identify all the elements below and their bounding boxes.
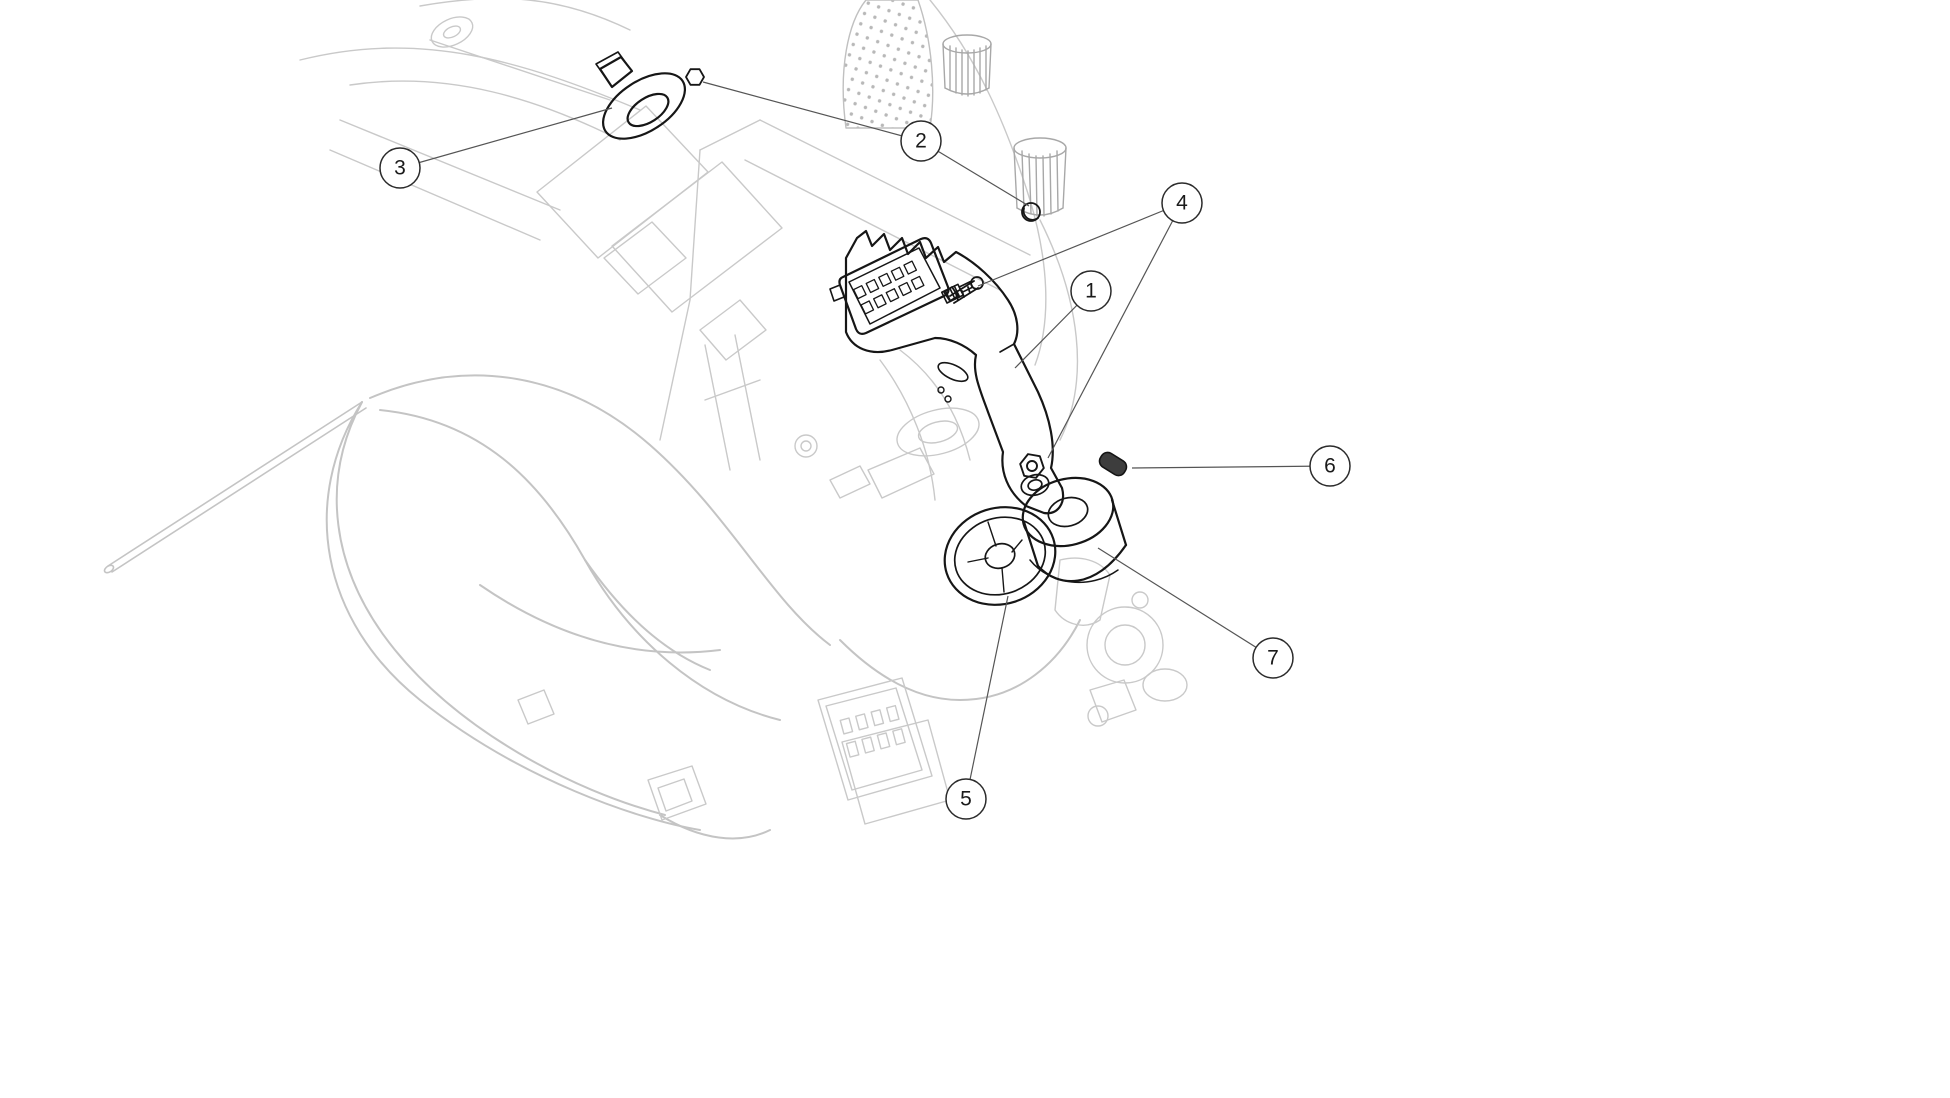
leader-line [920, 140, 1030, 207]
callout-balloon [379, 147, 421, 189]
part-bracket-arm [844, 229, 1065, 515]
callout-1: 1 [1014, 270, 1112, 369]
callout-number: 3 [394, 157, 406, 180]
callout-number: 4 [1176, 192, 1188, 215]
callout-number: 6 [1324, 455, 1336, 478]
leader-line [399, 107, 613, 169]
callout-4: 4 [977, 182, 1203, 459]
part-pulley-disc [943, 506, 1057, 606]
highlighted-assembly [595, 51, 1128, 606]
callout-balloon [945, 778, 987, 820]
callout-balloon [1309, 445, 1351, 487]
background-linework [103, 0, 1188, 840]
callout-5: 5 [945, 595, 1009, 820]
leader-line [965, 595, 1009, 800]
callout-layer: 1 2 3 4 5 6 7 [379, 81, 1351, 820]
callout-balloon [1252, 637, 1294, 679]
leader-line [702, 81, 922, 142]
callout-number: 7 [1267, 647, 1279, 670]
callout-balloon [1070, 270, 1112, 312]
callout-7: 7 [1097, 547, 1294, 679]
leader-line [1131, 465, 1331, 469]
part-drum [1021, 476, 1128, 583]
callout-3: 3 [379, 107, 613, 189]
part-washer [1020, 473, 1050, 497]
callout-number: 2 [915, 130, 927, 153]
callout-2: 2 [702, 81, 1030, 207]
leader-line [1097, 547, 1274, 659]
part-pin [1098, 451, 1128, 477]
callout-balloon [900, 120, 942, 162]
leader-line [977, 202, 1183, 287]
part-hex-nut [1019, 453, 1045, 479]
callout-number: 1 [1085, 280, 1097, 303]
callout-balloon [1161, 182, 1203, 224]
leader-line [1047, 202, 1183, 459]
callout-number: 5 [960, 788, 972, 811]
part-screw-small [1021, 202, 1041, 222]
part-connector-block [829, 237, 974, 335]
callout-6: 6 [1131, 445, 1351, 487]
part-nut-small [685, 68, 705, 86]
part-clamp-ring [595, 51, 687, 140]
